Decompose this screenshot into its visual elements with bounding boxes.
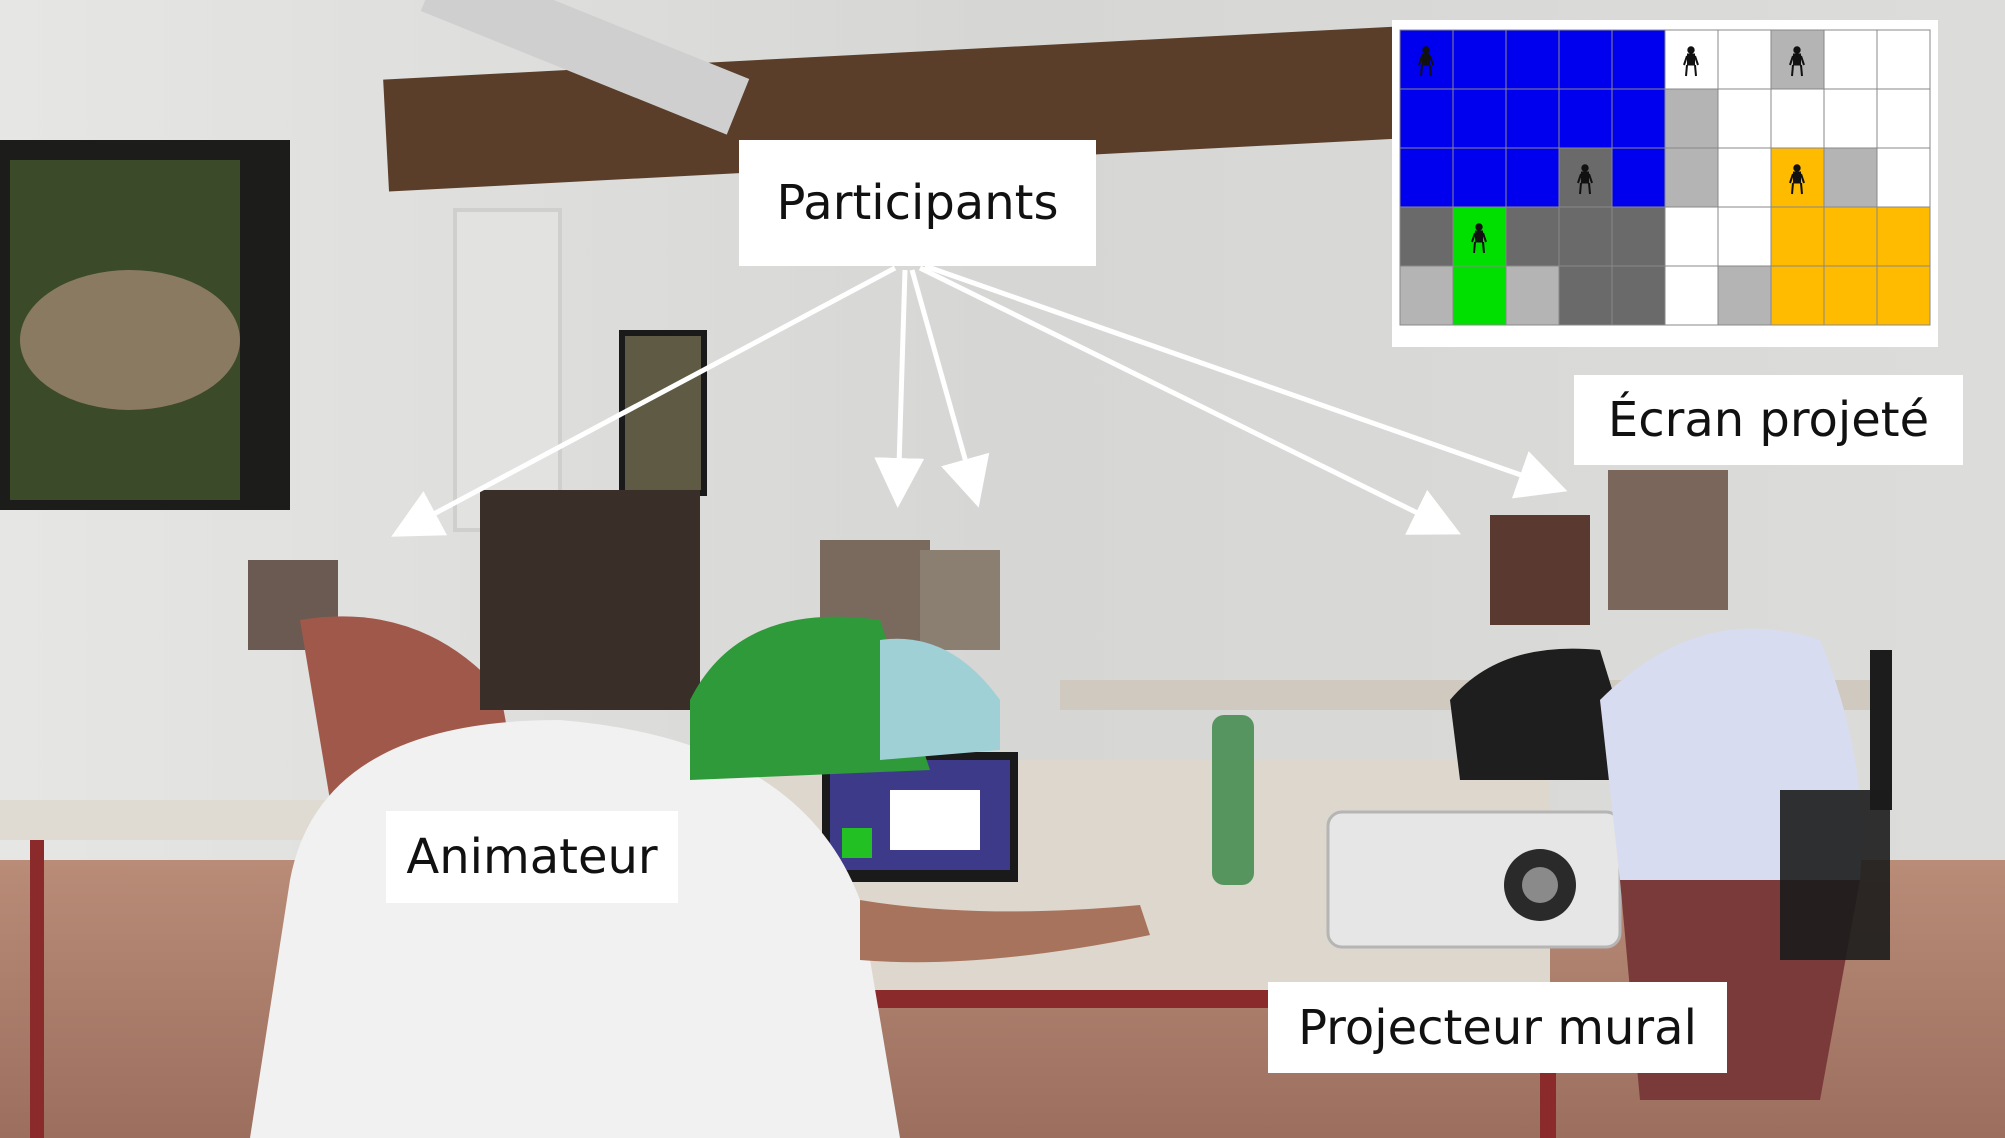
grid-cell <box>1399 206 1454 267</box>
grid-cell <box>1558 265 1613 326</box>
water-bottle <box>1212 715 1254 885</box>
grid-cell <box>1452 265 1507 326</box>
grid-cell <box>1558 29 1613 90</box>
grid-cell <box>1505 206 1560 267</box>
grid-cell <box>1876 147 1931 208</box>
grid-cell <box>1823 206 1878 267</box>
grid-cell <box>1876 265 1931 326</box>
grid-cell <box>1717 206 1772 267</box>
grid-cell <box>1558 88 1613 149</box>
participants-label: Participants <box>739 140 1096 266</box>
projector <box>1326 810 1622 949</box>
person-icon <box>1577 164 1593 195</box>
grid-cell <box>1770 88 1825 149</box>
grid-cell <box>1823 29 1878 90</box>
grid-cell <box>1505 265 1560 326</box>
grid-cell <box>1611 206 1666 267</box>
grid-cell <box>1823 265 1878 326</box>
grid-cell <box>1611 29 1666 90</box>
grid-cell <box>1558 206 1613 267</box>
grid-cell <box>1823 88 1878 149</box>
grid-cell <box>1505 88 1560 149</box>
projected-screen-inset <box>1392 20 1938 347</box>
grid-cell <box>1505 147 1560 208</box>
grid-cell <box>1505 29 1560 90</box>
projected-screen-label: Écran projeté <box>1574 375 1963 465</box>
grid-cell <box>1664 206 1719 267</box>
wall-poster-small <box>619 330 707 496</box>
arrow-to-left-participant <box>391 265 897 537</box>
grid-cell <box>1717 265 1772 326</box>
grid-cell <box>1611 88 1666 149</box>
grid-cell <box>1664 88 1719 149</box>
person-icon <box>1683 46 1699 77</box>
person-woman <box>1450 515 1640 780</box>
grid-cell <box>1399 88 1454 149</box>
wall-projector-label: Projecteur mural <box>1268 982 1727 1073</box>
chair-right <box>1780 650 1892 960</box>
grid-cell <box>1770 265 1825 326</box>
grid-map <box>1399 29 1931 326</box>
left-table <box>0 800 330 840</box>
grid-cell <box>1717 147 1772 208</box>
grid-cell <box>1876 206 1931 267</box>
door <box>453 208 562 532</box>
arrow-to-light-participant <box>909 269 990 508</box>
person-icon <box>1789 164 1805 195</box>
grid-cell <box>1452 147 1507 208</box>
grid-cell <box>1876 88 1931 149</box>
grid-cell <box>1611 147 1666 208</box>
grid-cell <box>1823 147 1878 208</box>
ceiling-light <box>420 0 750 135</box>
grid-cell <box>1770 206 1825 267</box>
grid-cell <box>1399 147 1454 208</box>
grid-cell <box>1664 265 1719 326</box>
arrow-to-man-participant <box>924 263 1568 499</box>
ceiling-beam <box>383 20 1518 192</box>
grid-cell <box>1452 88 1507 149</box>
grid-cell <box>1452 29 1507 90</box>
grid-cell <box>1664 147 1719 208</box>
person-icon <box>1418 46 1434 77</box>
grid-cell <box>1611 265 1666 326</box>
animator-label: Animateur <box>386 811 678 903</box>
grid-cell <box>1876 29 1931 90</box>
person-light-shirt <box>880 550 1000 760</box>
arrow-to-woman-participant <box>918 265 1461 535</box>
grid-cell <box>1399 265 1454 326</box>
grid-cell <box>1717 88 1772 149</box>
participant-arrows <box>391 263 1568 537</box>
person-icon <box>1789 46 1805 77</box>
arrow-to-green-participant <box>874 269 925 508</box>
grid-cell <box>1717 29 1772 90</box>
person-icon <box>1471 223 1487 254</box>
